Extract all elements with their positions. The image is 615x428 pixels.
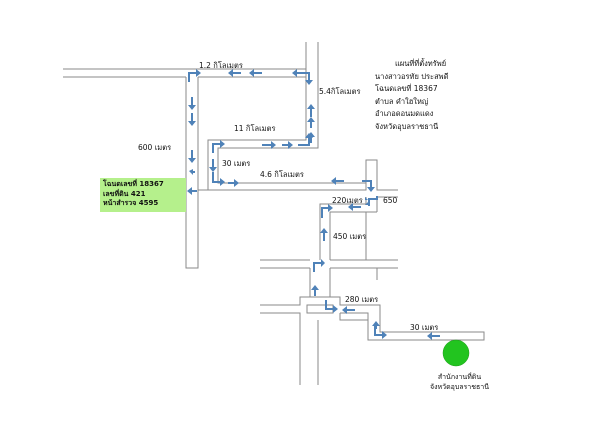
arrow-left-icon xyxy=(427,332,440,340)
arrow-up-icon xyxy=(320,228,328,241)
arrows xyxy=(187,69,440,340)
arrow-left-icon xyxy=(292,69,305,77)
arrow-up-icon xyxy=(372,321,380,329)
arrow-left-icon xyxy=(228,69,241,77)
distance-label: 30 เมตร xyxy=(410,323,439,332)
arrow-right-icon xyxy=(282,141,293,149)
road-220m xyxy=(319,197,367,260)
distance-label: 600 เมตร xyxy=(138,143,172,152)
road-south xyxy=(299,320,319,385)
arrow-left-icon xyxy=(342,306,355,314)
title-block: แผนที่ที่ตั้งทรัพย์ นางสาวอรทัย ประสพดี … xyxy=(375,58,448,133)
distance-label: 450 เมตร xyxy=(333,232,367,241)
title-line: ตำบล คำใฮใหญ่ xyxy=(375,96,429,106)
survey-page: หน้าสำรวจ 4595 xyxy=(103,199,159,207)
distance-label: 280 เมตร xyxy=(345,295,379,304)
land-number: เลขที่ดิน 421 xyxy=(103,189,146,198)
distance-label: 220เมตร xyxy=(332,196,363,205)
corner-arrow-icon xyxy=(212,140,225,153)
arrow-up-icon xyxy=(307,117,315,128)
deed-number: โฉนดเลขที่ 18367 xyxy=(103,180,164,188)
arrow-left-icon xyxy=(348,203,361,211)
title-line: นางสาวอรทัย ประสพดี xyxy=(375,71,449,81)
title-line: อำเภอดอนมดแดง xyxy=(375,109,434,118)
title-line: แผนที่ที่ตั้งทรัพย์ xyxy=(395,59,447,68)
road-east-vertical-inner xyxy=(217,42,366,184)
property-info-box: โฉนดเลขที่ 18367 เลขที่ดิน 421 หน้าสำรวจ… xyxy=(100,178,186,212)
arrow-left-icon xyxy=(249,69,262,77)
arrow-right-icon xyxy=(262,141,276,149)
distance-label: 30 เมตร xyxy=(222,159,251,168)
corner-arrow-icon xyxy=(362,180,375,192)
arrow-up-icon xyxy=(307,104,315,117)
arrow-down-icon xyxy=(188,113,196,126)
arrow-right-icon xyxy=(228,179,239,187)
corner-arrow-icon xyxy=(301,72,313,85)
title-line: โฉนดเลขที่ 18367 xyxy=(375,84,438,93)
corner-arrow-icon xyxy=(321,204,333,218)
corner-arrow-icon xyxy=(374,326,387,339)
road-280m xyxy=(340,304,485,341)
corner-arrow-icon xyxy=(368,196,378,206)
corner-arrow-icon xyxy=(313,259,325,272)
arrow-up-icon xyxy=(311,285,319,296)
office-line: จังหวัดอุบลราชธานี xyxy=(430,383,489,391)
corner-arrow-icon xyxy=(298,133,313,146)
corner-arrow-icon xyxy=(188,69,201,82)
corner-arrow-icon xyxy=(365,197,378,205)
distance-label: 5.4กิโลเมตร xyxy=(319,87,361,96)
roads xyxy=(63,42,485,385)
arrow-left-icon xyxy=(189,169,195,175)
road-west-vertical xyxy=(185,77,199,269)
land-office-marker xyxy=(442,339,470,367)
road-to-junction xyxy=(309,268,331,297)
arrow-down-icon xyxy=(209,159,217,172)
arrow-left-icon xyxy=(331,177,344,185)
distance-label: 1.2 กิโลเมตร xyxy=(199,61,243,70)
arrow-down-icon xyxy=(188,150,196,163)
distance-label: 4.6 กิโลเมตร xyxy=(260,170,304,179)
distance-label: 650 xyxy=(383,196,398,205)
road-220m-inner xyxy=(329,211,377,260)
distance-label: 11 กิโลเมตร xyxy=(234,124,276,133)
corner-arrow-icon xyxy=(212,172,225,186)
arrow-left-icon xyxy=(187,187,197,195)
arrow-down-icon xyxy=(188,97,196,110)
title-line: จังหวัดอุบลราชธานี xyxy=(375,121,439,131)
land-office-label: สำนักงานที่ดิน จังหวัดอุบลราชธานี xyxy=(430,372,489,392)
corner-arrow-icon xyxy=(325,300,338,313)
office-line: สำนักงานที่ดิน xyxy=(437,373,482,381)
